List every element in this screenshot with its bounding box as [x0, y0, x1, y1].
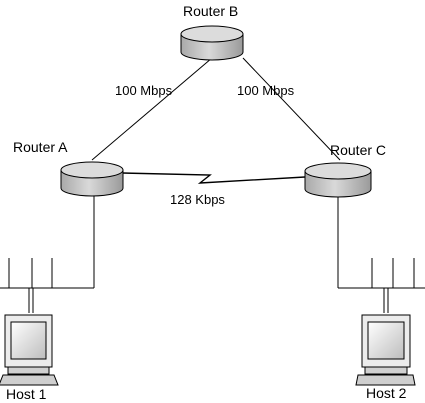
router-a-label: Router A	[13, 139, 68, 155]
router-icon	[304, 162, 372, 180]
link-a-b	[91, 57, 213, 161]
host-2-label: Host 2	[366, 385, 407, 401]
router-c	[304, 162, 372, 198]
router-b-label: Router B	[183, 3, 238, 19]
link-b-c	[242, 57, 341, 161]
router-a	[60, 161, 124, 197]
lan-segment-left	[0, 196, 95, 313]
router-icon	[180, 25, 244, 43]
host-1-computer	[0, 314, 59, 386]
link-a-b-label: 100 Mbps	[115, 83, 173, 98]
link-a-c-serial	[121, 172, 306, 184]
router-b	[180, 25, 244, 61]
router-icon	[60, 161, 124, 179]
router-c-label: Router C	[330, 142, 386, 158]
lan-segment-right	[337, 197, 425, 313]
host-2-computer	[355, 314, 416, 386]
link-b-c-label: 100 Mbps	[237, 83, 295, 98]
host-1-label: Host 1	[6, 386, 47, 402]
link-a-c-label: 128 Kbps	[170, 192, 225, 207]
